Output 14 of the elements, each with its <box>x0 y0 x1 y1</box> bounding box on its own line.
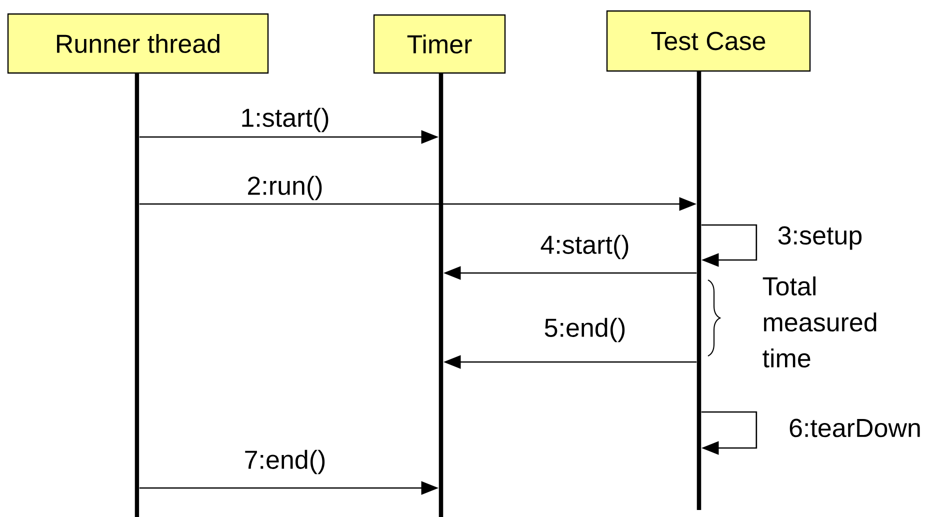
message-label: 1:start() <box>242 108 328 132</box>
message-label: 7:end() <box>245 450 325 474</box>
message-label: 4:start() <box>540 234 628 260</box>
self-message-arrow <box>701 224 758 267</box>
message-label: 6:tearDown <box>790 418 920 438</box>
lifeline-header-box: Runner thread <box>7 13 269 74</box>
lifeline <box>134 73 140 517</box>
self-message-arrow <box>701 411 758 455</box>
message-label: 2:run() <box>248 176 322 200</box>
note-label: Total measured time <box>762 276 876 368</box>
lifeline-header-box: Test Case <box>606 10 811 72</box>
message-label: 5:end() <box>544 318 625 342</box>
lifeline-header-box: Timer <box>373 14 506 74</box>
message-label: 3:setup <box>778 226 862 250</box>
